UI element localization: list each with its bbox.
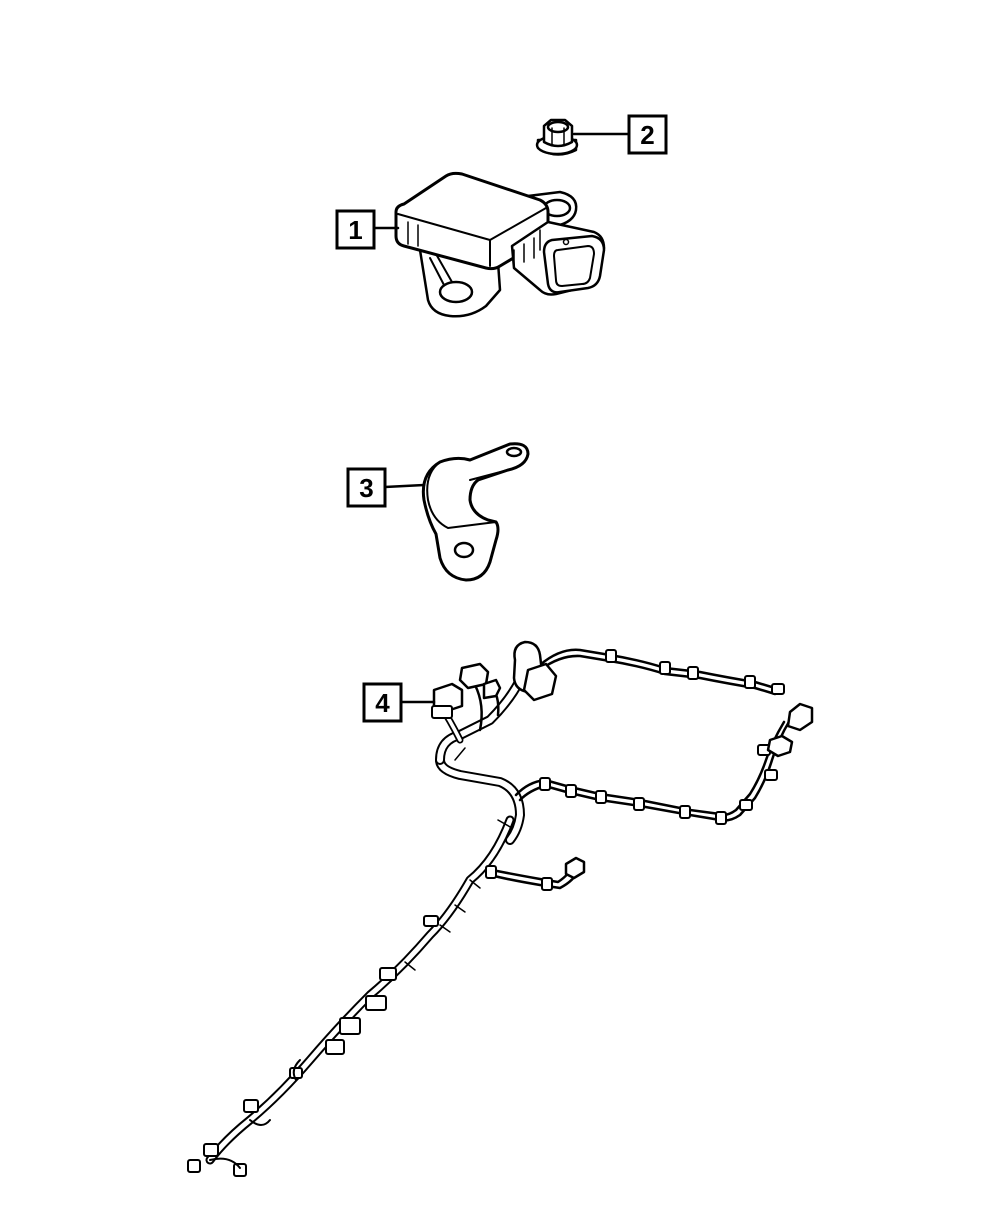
flange-nut-icon — [535, 118, 579, 156]
callout-4-label: 4 — [375, 688, 390, 718]
callout-3: 3 — [346, 467, 426, 508]
sensor-module-icon — [394, 171, 606, 318]
callout-3-label: 3 — [359, 473, 373, 503]
callout-2: 2 — [572, 114, 668, 155]
bracket-clip-icon — [421, 442, 530, 582]
callout-1: 1 — [335, 209, 400, 250]
callout-4: 4 — [362, 682, 436, 723]
callout-1-label: 1 — [348, 215, 362, 245]
wiring-harness-icon — [187, 640, 814, 1177]
callout-2-label: 2 — [640, 120, 654, 150]
